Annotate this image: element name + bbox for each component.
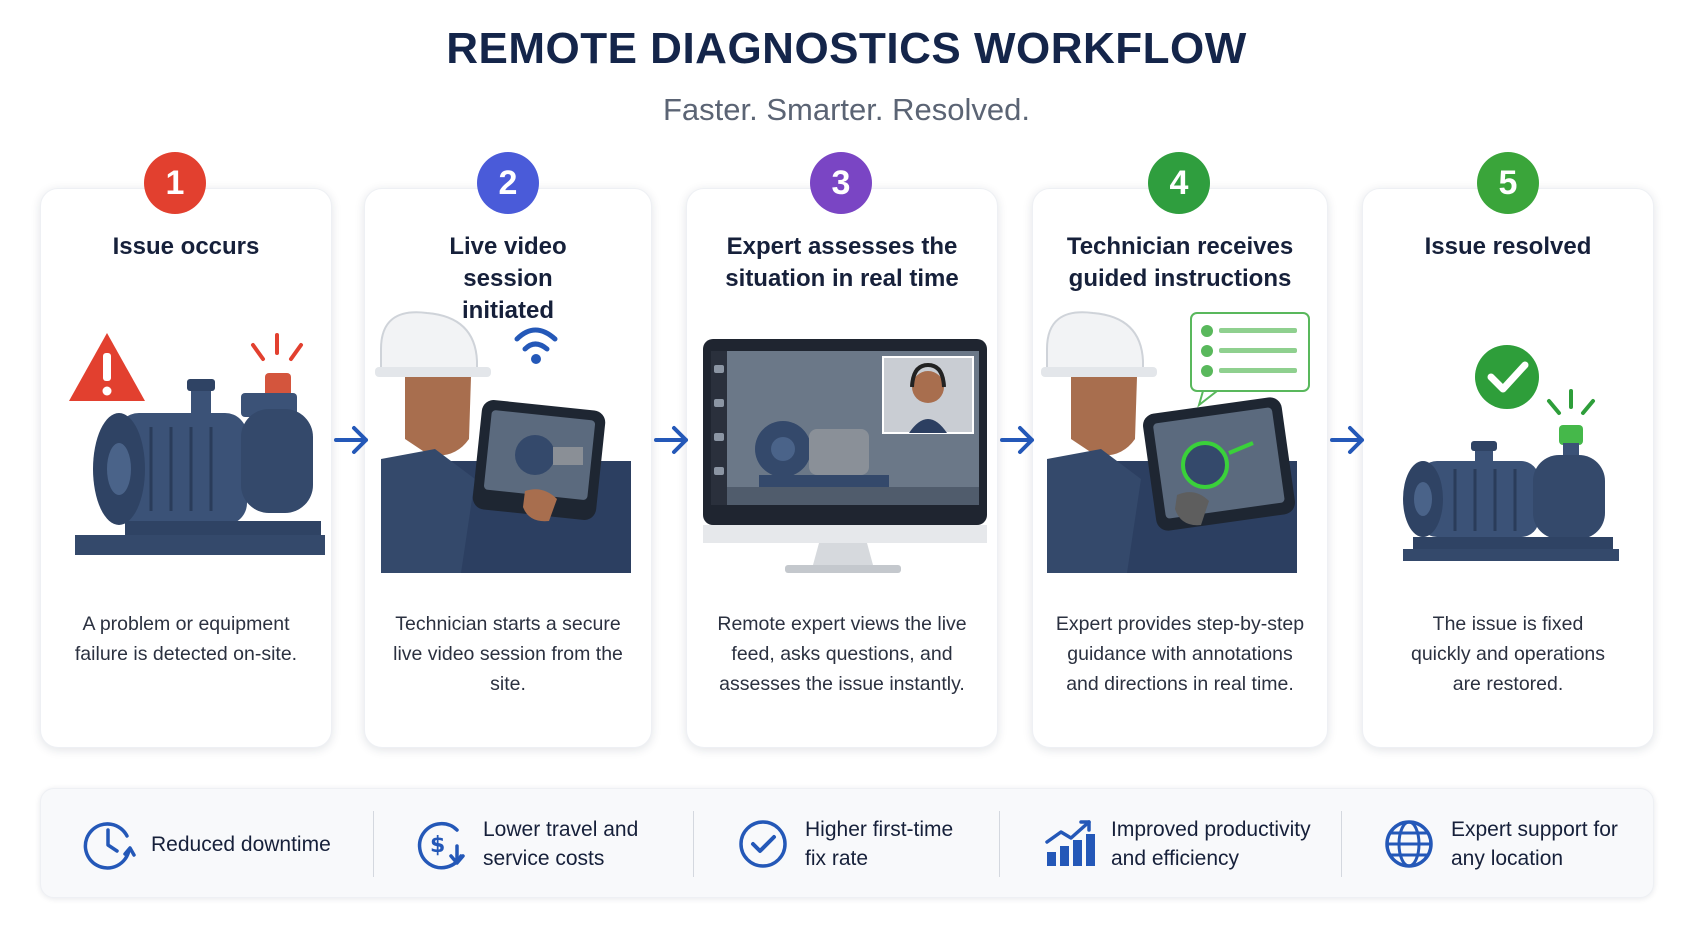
monitor-expert-icon — [687, 309, 997, 579]
resolved-pump-icon — [1363, 309, 1653, 579]
guided-tablet-icon — [1033, 309, 1327, 579]
step-title: Issue resolved — [1424, 233, 1592, 260]
divider — [1341, 811, 1342, 877]
step-card-expert-assesses: Expert assesses the situation in real ti… — [686, 188, 998, 748]
benefit-first-time-fix: Higher first-time fix rate — [735, 789, 953, 899]
divider — [693, 811, 694, 877]
benefit-lower-costs: $ Lower travel and service costs — [413, 789, 638, 899]
arrow-right-icon — [1000, 426, 1034, 454]
clock-refresh-icon — [83, 822, 136, 870]
step-card-issue-resolved: Issue resolved The issue is fixed quickl… — [1362, 188, 1654, 748]
step-card-live-video: Live video session initiated Technician … — [364, 188, 652, 748]
step-title: Issue occurs — [112, 233, 260, 260]
dollar-coin-icon: $ — [417, 822, 465, 870]
step-title: Live video session initiated — [449, 233, 567, 324]
bar-chart-growth-icon — [1045, 820, 1095, 866]
page-title: REMOTE DIAGNOSTICS WORKFLOW — [446, 24, 1247, 73]
benefit-label: Higher first-time fix rate — [805, 818, 954, 870]
svg-text:$: $ — [430, 833, 445, 858]
technician-tablet-icon — [365, 309, 651, 579]
step-card-issue-occurs: Issue occurs A problem or equipment fail… — [40, 188, 332, 748]
step-description: Remote expert views the live feed, asks … — [717, 613, 967, 695]
benefit-productivity: Improved productivity and efficiency — [1041, 789, 1311, 899]
benefit-label: Expert support for any location — [1451, 818, 1618, 870]
page-subtitle: Faster. Smarter. Resolved. — [663, 92, 1030, 127]
step-description: Expert provides step-by-step guidance wi… — [1055, 613, 1305, 695]
step-card-guided-instructions: Technician receives guided instructions … — [1032, 188, 1328, 748]
step-description: The issue is fixed quickly and operation… — [1410, 613, 1606, 695]
divider — [999, 811, 1000, 877]
globe-icon — [1385, 820, 1433, 868]
step-title: Technician receives guided instructions — [1066, 233, 1294, 292]
arrow-right-icon — [334, 426, 368, 454]
divider — [373, 811, 374, 877]
arrow-right-icon — [1330, 426, 1364, 454]
step-number-badge: 4 — [1148, 152, 1210, 214]
benefit-label: Improved productivity and efficiency — [1111, 818, 1311, 870]
step-number-badge: 3 — [810, 152, 872, 214]
warning-pump-icon — [41, 309, 331, 579]
benefit-label: Reduced downtime — [151, 832, 331, 856]
benefits-bar: Reduced downtime $ Lower travel and serv… — [40, 788, 1654, 898]
step-title: Expert assesses the situation in real ti… — [725, 233, 959, 292]
arrow-right-icon — [654, 426, 688, 454]
step-number-badge: 2 — [477, 152, 539, 214]
check-circle-icon — [739, 820, 787, 868]
benefit-any-location: Expert support for any location — [1381, 789, 1618, 899]
benefit-label: Lower travel and service costs — [483, 818, 639, 870]
step-number-badge: 1 — [144, 152, 206, 214]
benefit-reduced-downtime: Reduced downtime — [81, 789, 331, 899]
step-description: Technician starts a secure live video se… — [393, 613, 623, 695]
step-description: A problem or equipment failure is detect… — [74, 613, 298, 665]
step-number-badge: 5 — [1477, 152, 1539, 214]
